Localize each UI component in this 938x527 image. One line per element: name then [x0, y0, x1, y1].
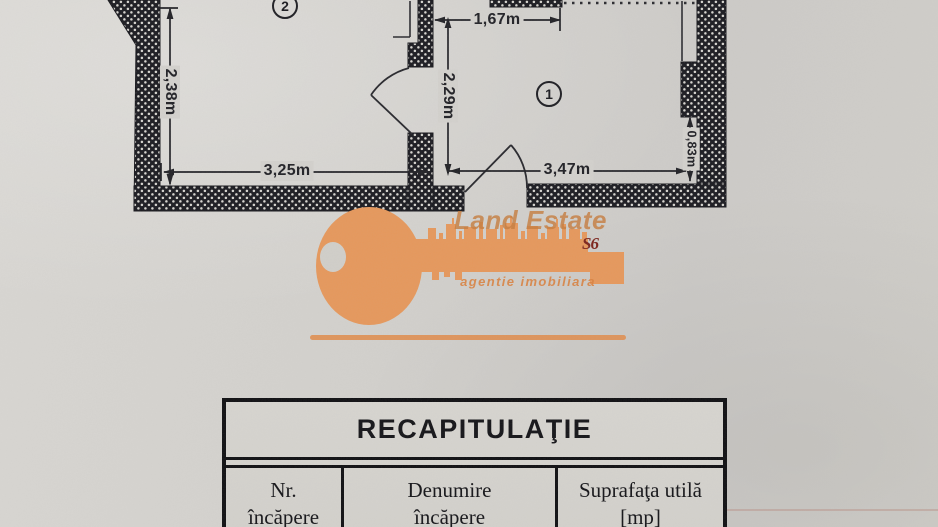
- recap-col-suprafata: Suprafaţa utilă [mp]: [558, 468, 723, 527]
- recap-double-rule: [226, 460, 723, 468]
- recap-table-title: RECAPITULAŢIE: [226, 402, 723, 460]
- dimension-label-1-67: 1,67m: [470, 10, 524, 30]
- recap-col-nr-line1: Nr.: [270, 478, 297, 502]
- dimension-label-3-25: 3,25m: [260, 161, 314, 181]
- wall-top-parapet: [489, 0, 563, 8]
- door-leaf-partition: [370, 94, 413, 135]
- key-shaft: [414, 239, 588, 272]
- logo-brand-text: Land Estate: [454, 205, 607, 235]
- recap-col-denumire-line2: încăpere: [413, 505, 486, 527]
- room-1-number: 1: [545, 86, 553, 102]
- door-arc-partition: [370, 67, 410, 96]
- wall-partition-upper-stub: [407, 0, 434, 68]
- dimension-label-0-83: 0,83m: [682, 127, 700, 171]
- wall-right-niche-stub: [680, 61, 698, 118]
- construction-lines: [393, 1, 695, 61]
- logo-monogram: S6: [582, 234, 599, 253]
- logo-tagline: agentie imobiliara: [460, 274, 596, 289]
- recap-header-row: Nr. încăpere Denumire încăpere Suprafaţa…: [226, 468, 723, 527]
- recap-col-nr-line2: încăpere: [247, 505, 320, 527]
- logo-underline: [310, 335, 626, 340]
- wall-left: [107, 0, 161, 212]
- recap-table: RECAPITULAŢIE Nr. încăpere Denumire încă…: [222, 398, 727, 527]
- wall-right: [696, 0, 727, 208]
- paper-crease-line: [726, 509, 938, 511]
- room-1-label: 1: [536, 81, 562, 107]
- room-2-number: 2: [281, 0, 289, 14]
- recap-col-nr: Nr. încăpere: [226, 468, 344, 527]
- door-jamb-line: [393, 1, 411, 38]
- recap-col-denumire-line1: Denumire: [407, 478, 492, 502]
- door-arc-entry: [510, 144, 528, 189]
- door-leaf-entry: [464, 144, 512, 193]
- walls: [107, 0, 727, 212]
- wall-bottom-right: [526, 183, 727, 208]
- recap-col-denumire: Denumire încăpere: [344, 468, 558, 527]
- dimension-label-2-29: 2,29m: [438, 69, 458, 123]
- key-tip: [588, 252, 624, 272]
- key-head-hole: [320, 242, 346, 272]
- dimension-label-3-47: 3,47m: [540, 160, 594, 180]
- recap-col-suprafata-line1: Suprafaţa utilă: [578, 478, 703, 502]
- dimension-label-2-38: 2,38m: [160, 65, 180, 119]
- recap-col-suprafata-line2: [mp]: [620, 505, 661, 527]
- key-tooth-1: [432, 271, 439, 280]
